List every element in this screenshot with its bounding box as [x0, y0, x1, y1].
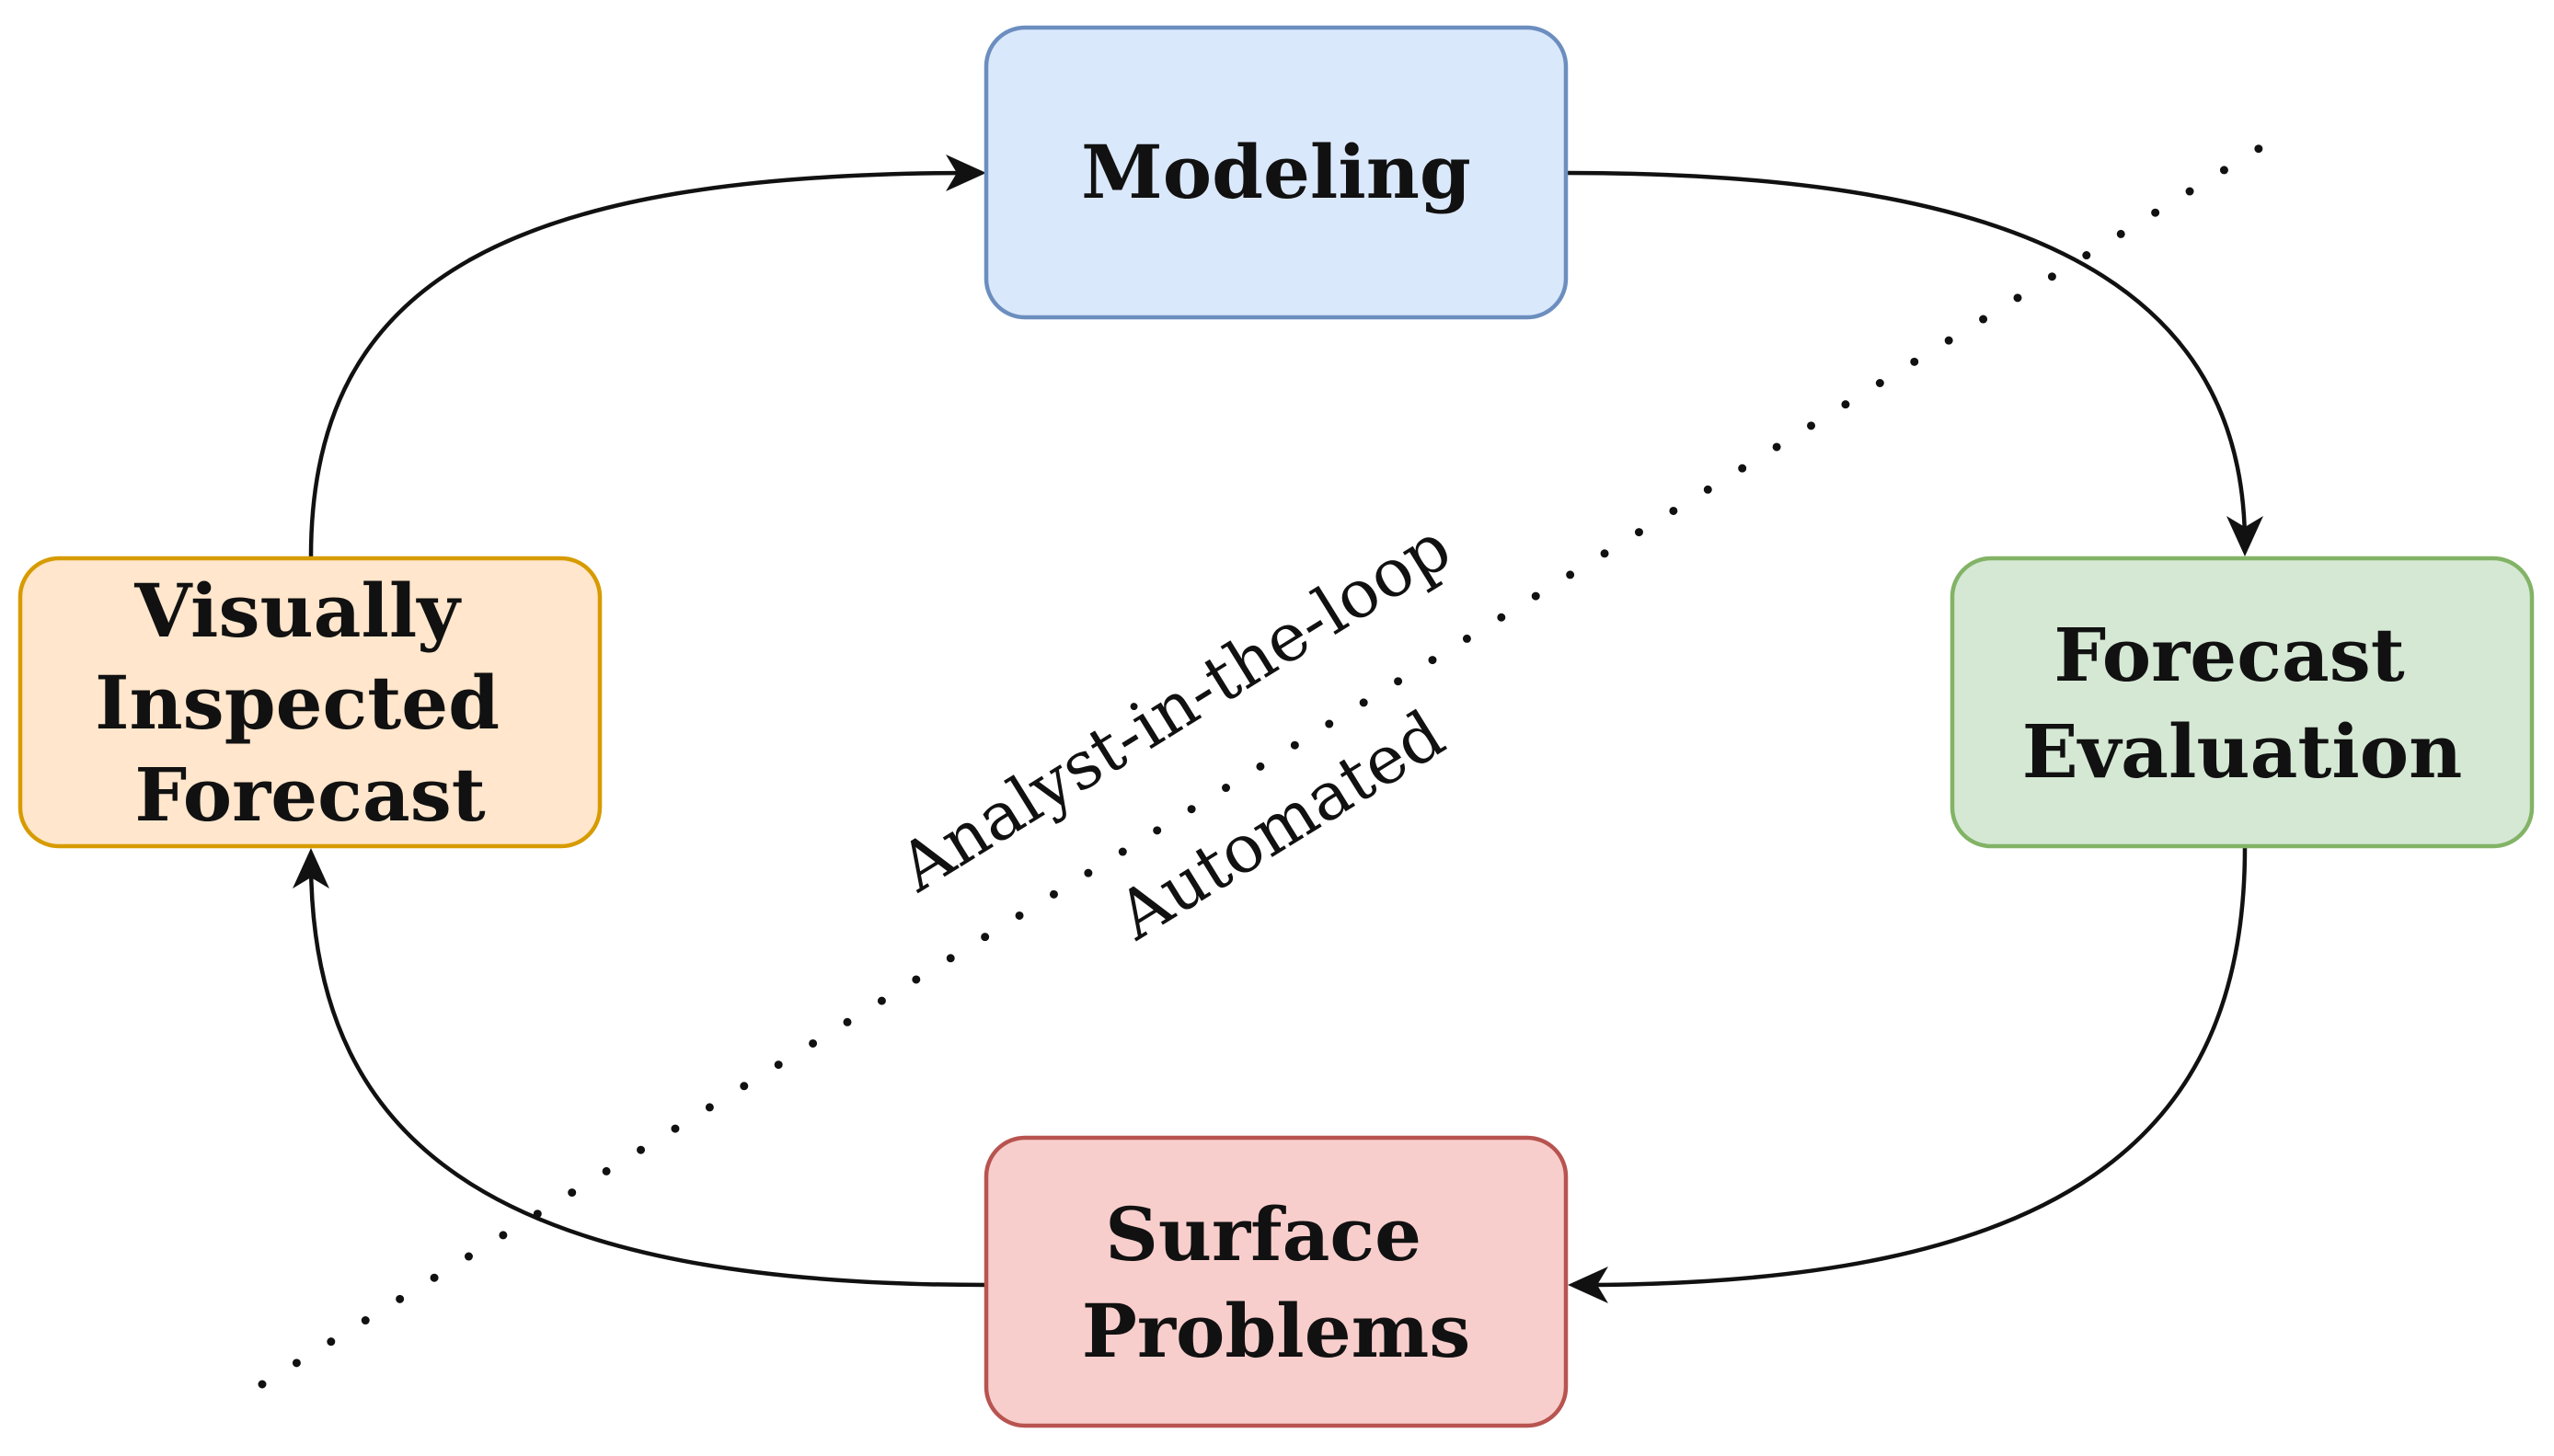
arrowhead-to-visually-inspected	[293, 848, 329, 889]
arrowhead-to-modeling	[946, 155, 986, 191]
node-forecast-evaluation: Forecast Evaluation	[1950, 556, 2535, 849]
node-surface-problems-box	[986, 1138, 1566, 1426]
node-modeling-label: Modeling	[1081, 129, 1471, 215]
arrowhead-to-forecast-evaluation	[2226, 516, 2263, 556]
node-surface-problems-border	[984, 1135, 1569, 1428]
node-visually-inspected-forecast-border	[17, 556, 603, 849]
node-forecast-evaluation-box	[1952, 558, 2532, 846]
edge-visually-inspected-to-modeling	[308, 170, 976, 557]
node-forecast-evaluation-label: Forecast Evaluation	[2022, 612, 2463, 795]
node-visually-inspected-forecast-label: Visually Inspected Forecast	[95, 567, 525, 838]
node-modeling: Modeling	[984, 25, 1569, 320]
edge-modeling-to-forecast-evaluation	[1565, 170, 2248, 545]
node-forecast-evaluation-border	[1950, 556, 2535, 849]
arrowhead-to-surface-problems	[1568, 1267, 1608, 1303]
edge-surface-problems-to-visually-inspected	[308, 860, 987, 1288]
node-surface-problems-label: Surface Problems	[1082, 1191, 1471, 1374]
node-modeling-border	[984, 25, 1569, 320]
node-visually-inspected-forecast-box	[20, 558, 600, 846]
node-modeling-box	[986, 28, 1566, 317]
node-visually-inspected-forecast: Visually Inspected Forecast	[17, 556, 603, 849]
edge-forecast-evaluation-to-surface-problems	[1578, 847, 2248, 1288]
node-surface-problems: Surface Problems	[984, 1135, 1569, 1428]
